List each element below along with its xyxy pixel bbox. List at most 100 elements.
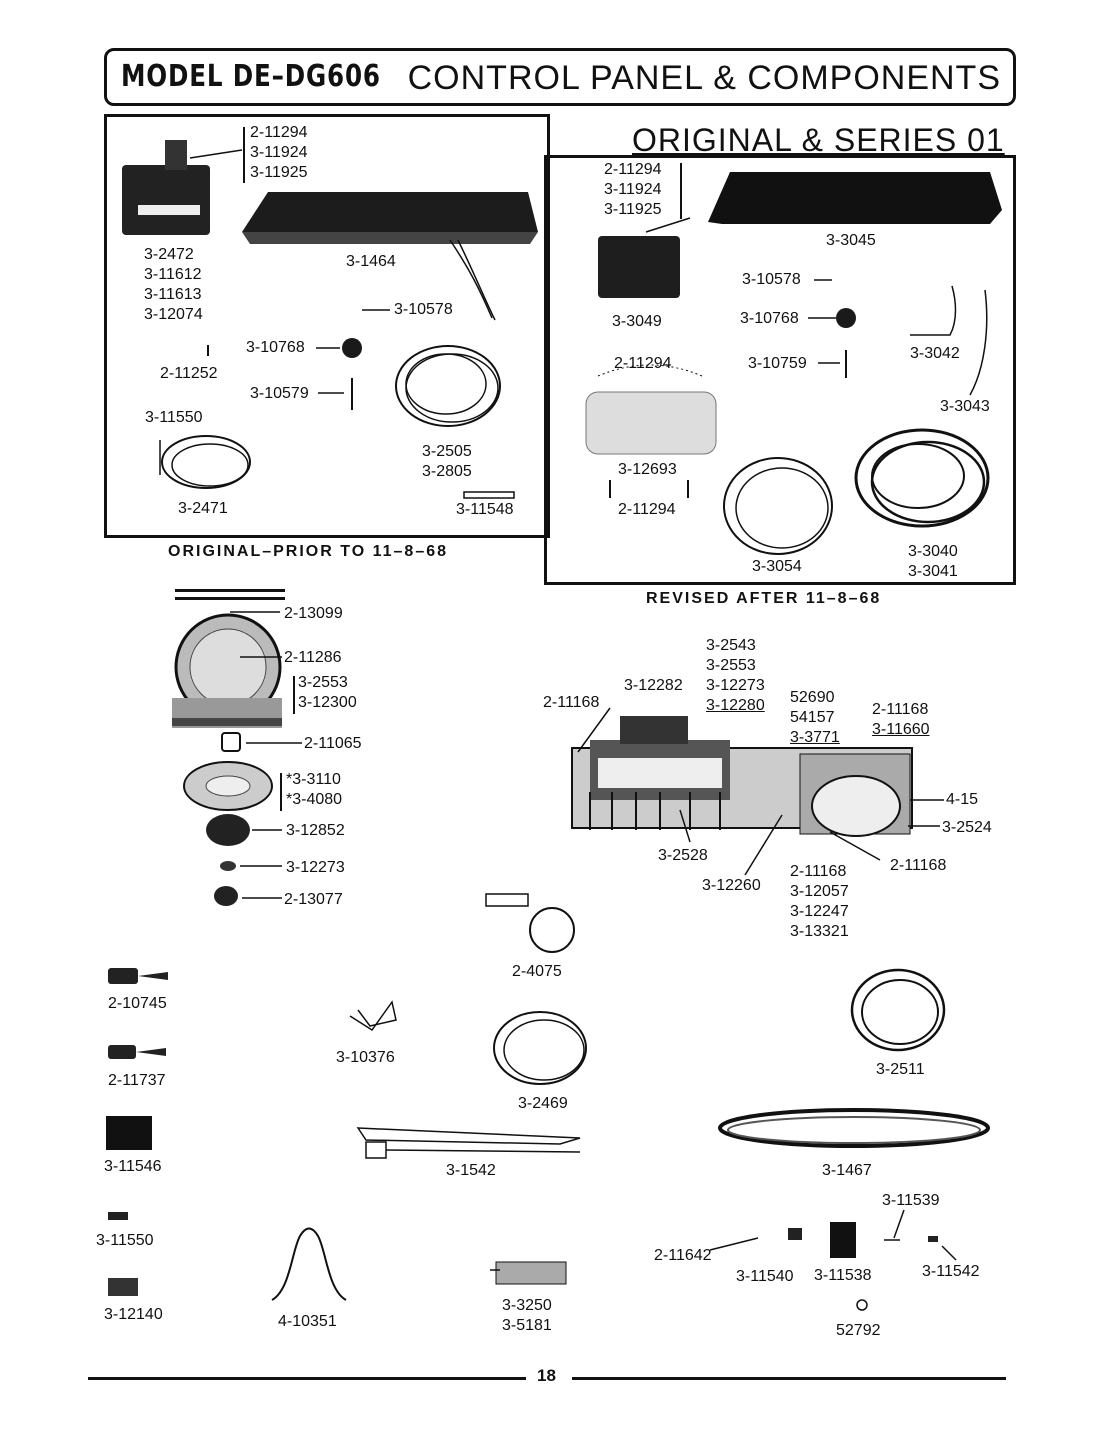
part-label: 3-3250	[502, 1297, 552, 1314]
part-label: 3-11540	[736, 1268, 794, 1285]
part-label: 3-10759	[748, 355, 807, 372]
part-label: 3-2528	[658, 847, 708, 864]
part-label: 3-3049	[612, 313, 662, 330]
part-label: 2-10745	[108, 995, 167, 1012]
part-label: 3-12280	[706, 697, 765, 714]
part-label: 3-3054	[752, 558, 802, 575]
part-label: 3-2471	[178, 500, 228, 517]
timer-drawing	[122, 140, 243, 235]
original-parts-box	[104, 114, 550, 538]
part-label: 3-12247	[790, 903, 849, 920]
part-label: 3-11925	[250, 164, 308, 181]
part-label: 3-12693	[618, 461, 677, 478]
knob-group: 3-2553 3-12300	[298, 673, 357, 713]
part-label: 3-12057	[790, 883, 849, 900]
part-label: 3-12300	[298, 694, 357, 711]
part-label: 3-11542	[922, 1263, 980, 1280]
bracket	[680, 163, 682, 219]
part-label: 2-13077	[284, 891, 343, 908]
part-label: 4-10351	[278, 1313, 337, 1330]
part-label: 3-3040	[908, 543, 958, 560]
bracket	[293, 676, 295, 714]
part-label: 3-11924	[250, 144, 308, 161]
original-panel-group: 2-11294 3-11924 3-11925	[250, 123, 308, 183]
part-label: 3-12140	[104, 1306, 163, 1323]
part-label: *3-3110	[286, 771, 341, 788]
part-label: 3-13321	[790, 923, 849, 940]
part-label: 2-11168	[543, 694, 600, 711]
bracket-group: 3-3250 3-5181	[502, 1296, 552, 1336]
part-label: 3-3041	[908, 563, 958, 580]
part-label: 3-11548	[456, 501, 514, 518]
part-label: 3-10376	[336, 1049, 395, 1066]
part-label: 3-12074	[144, 306, 203, 323]
switch-mid-group: 52690 54157 3-3771	[790, 688, 840, 748]
part-label: 2-11168	[790, 863, 847, 880]
revised-caption: REVISED AFTER 11–8–68	[646, 590, 882, 607]
original-panel-drawing	[242, 192, 538, 321]
series-heading: ORIGINAL & SERIES 01	[632, 122, 1005, 158]
part-label: 3-11660	[872, 721, 930, 738]
part-label: 3-12282	[624, 677, 683, 694]
part-label: 3-11924	[604, 181, 662, 198]
page-number: 18	[537, 1366, 556, 1385]
part-label: 2-11294	[614, 355, 672, 372]
part-label: 3-3045	[826, 232, 876, 249]
part-label: 3-11546	[104, 1158, 162, 1175]
harness-group-revised: 3-3040 3-3041	[908, 542, 958, 582]
part-label: 3-2553	[298, 674, 348, 691]
part-label: 2-11737	[108, 1072, 166, 1089]
part-label: 2-11168	[872, 701, 929, 718]
part-label: 52792	[836, 1322, 881, 1339]
part-label: 3-10768	[246, 339, 305, 356]
part-label: 2-11294	[604, 161, 662, 178]
part-label: 3-11612	[144, 266, 202, 283]
part-label: 3-11539	[882, 1192, 940, 1209]
bracket	[243, 127, 245, 183]
part-label: 3-12852	[286, 822, 345, 839]
part-label: 3-12273	[286, 859, 345, 876]
model-number: MODEL DE–DG606	[121, 59, 381, 94]
timer-group: 3-2472 3-11612 3-11613 3-12074	[144, 245, 203, 325]
part-label: 3-1542	[446, 1162, 496, 1179]
part-label: 3-11925	[604, 201, 662, 218]
bracket	[280, 773, 282, 811]
part-label: 3-10578	[394, 301, 453, 318]
part-label: 3-2524	[942, 819, 992, 836]
part-label: 2-13099	[284, 605, 343, 622]
part-label: 3-10768	[740, 310, 799, 327]
part-label: 3-3043	[940, 398, 990, 415]
part-label: 3-2472	[144, 246, 194, 263]
part-label: 3-11550	[96, 1232, 154, 1249]
part-label: 3-11538	[814, 1267, 872, 1284]
original-caption: ORIGINAL–PRIOR TO 11–8–68	[168, 543, 449, 560]
revised-parts-box	[544, 155, 1016, 585]
part-label: 3-3042	[910, 345, 960, 362]
revised-panel-group: 2-11294 3-11924 3-11925	[604, 160, 662, 220]
part-label: 3-2553	[706, 657, 756, 674]
skirt-group: *3-3110 *3-4080	[286, 770, 342, 810]
part-label: 2-11286	[284, 649, 342, 666]
part-label: 2-11252	[160, 365, 218, 382]
part-label: 3-10579	[250, 385, 309, 402]
page-heading: CONTROL PANEL & COMPONENTS	[407, 59, 1001, 97]
part-label: 3-2469	[518, 1095, 568, 1112]
title-bar: MODEL DE–DG606 CONTROL PANEL & COMPONENT…	[104, 48, 1016, 106]
part-label: 3-11550	[145, 409, 203, 426]
part-label: 3-3771	[790, 729, 840, 746]
part-label: 4-15	[946, 791, 979, 808]
switch-top-group: 3-2543 3-2553 3-12273 3-12280	[706, 636, 765, 716]
part-label: 3-2543	[706, 637, 756, 654]
part-label: 3-2505	[422, 443, 472, 460]
part-label: 3-12273	[706, 677, 765, 694]
part-label: 52690	[790, 689, 835, 706]
part-label: 2-11642	[654, 1247, 712, 1264]
part-label: 3-2805	[422, 463, 472, 480]
part-label: 2-11294	[618, 501, 676, 518]
switch-bottom-group: 2-11168 3-12057 3-12247 3-13321	[790, 862, 849, 942]
footer-rule-right	[572, 1377, 1006, 1380]
part-label: 3-2511	[876, 1061, 925, 1078]
part-label: 54157	[790, 709, 835, 726]
footer-rule-left	[88, 1377, 526, 1380]
